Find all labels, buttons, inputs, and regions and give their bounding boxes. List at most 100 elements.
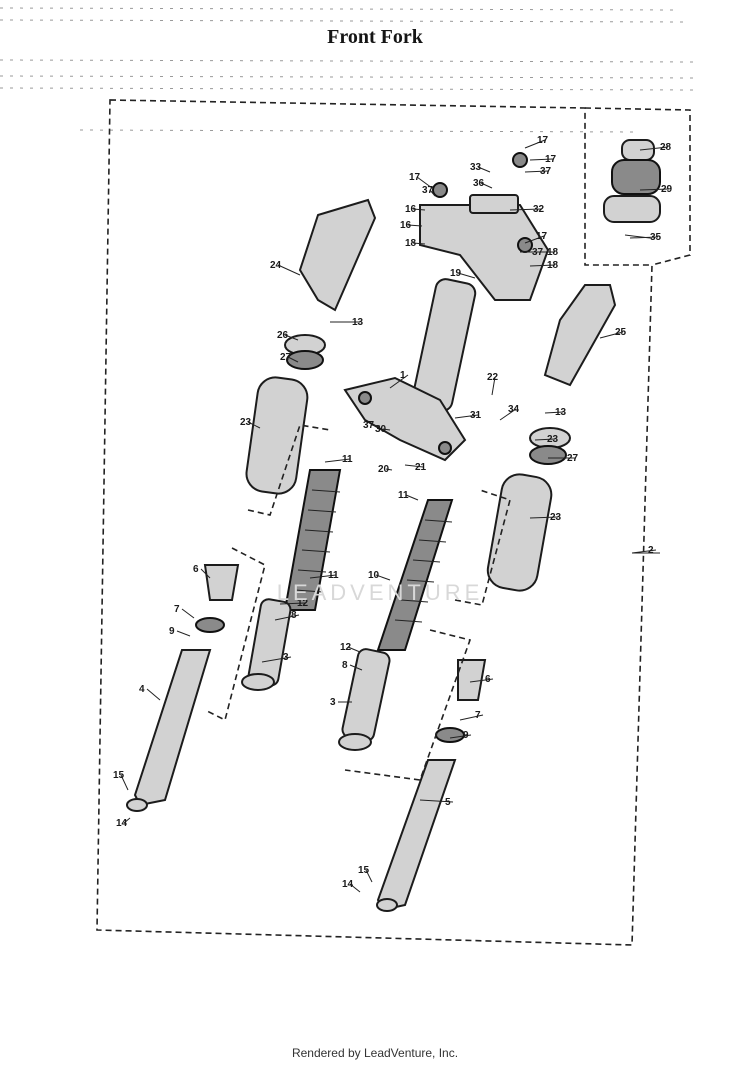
callout-leader [529, 516, 559, 519]
watermark-text: LEADVENTURE [277, 580, 484, 605]
callout-label-21: 21 [415, 462, 427, 473]
bottom-bridge [343, 376, 467, 462]
callout-leader [404, 464, 424, 468]
callout-label-5: 5 [445, 797, 451, 808]
callout-leader [524, 139, 546, 149]
callout-label-6: 6 [193, 564, 199, 575]
left-upper-assembly [245, 198, 377, 495]
callout-leader [480, 182, 493, 189]
callout-leader [385, 468, 393, 471]
callout-leader [459, 714, 484, 721]
callout-leader [509, 208, 542, 211]
callout-label-10: 10 [368, 570, 380, 581]
callout-leader [639, 146, 669, 151]
callout-label-37: 37 [363, 420, 375, 431]
callout-leader [287, 356, 299, 363]
callout-leader [457, 272, 476, 279]
callout-leader [123, 817, 131, 824]
callout-label-8: 8 [291, 610, 297, 621]
callout-label-12: 12 [340, 642, 352, 653]
callout-labels: 1233456677889910111111121213131414151516… [113, 135, 673, 893]
assembly-boundary [96, 99, 653, 946]
callout-label-37: 37 [540, 166, 552, 177]
callout-label-37: 37 [422, 185, 434, 196]
callout-leader [534, 438, 556, 441]
scan-noise [0, 7, 701, 133]
callout-leader [382, 428, 391, 431]
callout-leader [324, 458, 351, 463]
callout-leader [349, 664, 363, 671]
callout-label-34: 34 [508, 404, 520, 415]
callout-leader [407, 224, 423, 227]
callout-leader [449, 734, 472, 739]
callout-leader [347, 646, 361, 653]
callout-label-11: 11 [342, 454, 353, 465]
callout-leader [524, 170, 549, 173]
callout-label-8: 8 [342, 660, 348, 671]
callout-label-27: 27 [567, 453, 579, 464]
callout-leader [200, 568, 211, 579]
callout-leader [277, 264, 301, 276]
callout-label-17: 17 [409, 172, 421, 183]
callout-label-25: 25 [615, 327, 627, 338]
callout-label-29: 29 [661, 184, 673, 195]
callout-label-32: 32 [533, 204, 545, 215]
callout-leader [375, 574, 391, 581]
callout-label-17: 17 [537, 135, 549, 146]
callout-label-22: 22 [487, 372, 499, 383]
callout-leader [405, 494, 419, 501]
callout-label-27: 27 [280, 352, 292, 363]
callout-leader [370, 424, 381, 427]
left-lower-slider [126, 564, 240, 812]
callout-label-6: 6 [485, 674, 491, 685]
callout-leader [477, 166, 491, 173]
callout-leader [544, 411, 564, 414]
callout-label-19: 19 [450, 268, 462, 279]
callout-label-9: 9 [169, 626, 175, 637]
right-lower-slider [376, 659, 487, 912]
callout-label-15: 15 [113, 770, 125, 781]
callout-label-11: 11 [328, 570, 339, 581]
callout-label-13: 13 [555, 407, 567, 418]
callout-label-3: 3 [283, 652, 289, 663]
callout-leader [389, 374, 409, 389]
callout-label-26: 26 [277, 330, 289, 341]
callout-leader [529, 264, 556, 267]
callout-leader [524, 235, 545, 244]
right-spring-tube [338, 499, 454, 751]
callout-label-28: 28 [660, 142, 672, 153]
callout-label-17: 17 [536, 231, 548, 242]
callout-label-35: 35 [650, 232, 662, 243]
callout-leader [181, 608, 195, 619]
callout-label-11: 11 [398, 490, 409, 501]
callout-label-12: 12 [297, 598, 309, 609]
top-bridge [419, 152, 550, 301]
right-upper-assembly [486, 284, 617, 592]
callout-label-14: 14 [342, 879, 354, 890]
callout-leader [120, 774, 129, 791]
callout-label-15: 15 [358, 865, 370, 876]
callout-leader [279, 602, 306, 605]
callout-label-16: 16 [405, 204, 417, 215]
callout-label-30: 30 [375, 424, 387, 435]
callout-leader [599, 331, 624, 339]
callout-leader [365, 869, 373, 883]
callout-leader [309, 574, 337, 579]
callout-label-24: 24 [270, 260, 282, 271]
callout-label-16: 16 [400, 220, 412, 231]
callout-label-18: 18 [547, 247, 559, 258]
callout-label-17: 17 [545, 154, 557, 165]
callout-label-23: 23 [550, 512, 562, 523]
callout-leader [261, 656, 292, 663]
callout-label-18: 18 [405, 238, 417, 249]
callout-label-37: 37 [532, 247, 544, 258]
alignment-lines [204, 424, 511, 781]
callout-leader [284, 334, 299, 341]
diagram-title: Front Fork [327, 26, 423, 48]
callout-leader [412, 242, 426, 245]
callout-label-9: 9 [463, 730, 469, 741]
callout-label-23: 23 [240, 417, 252, 428]
callout-leader [247, 421, 261, 429]
